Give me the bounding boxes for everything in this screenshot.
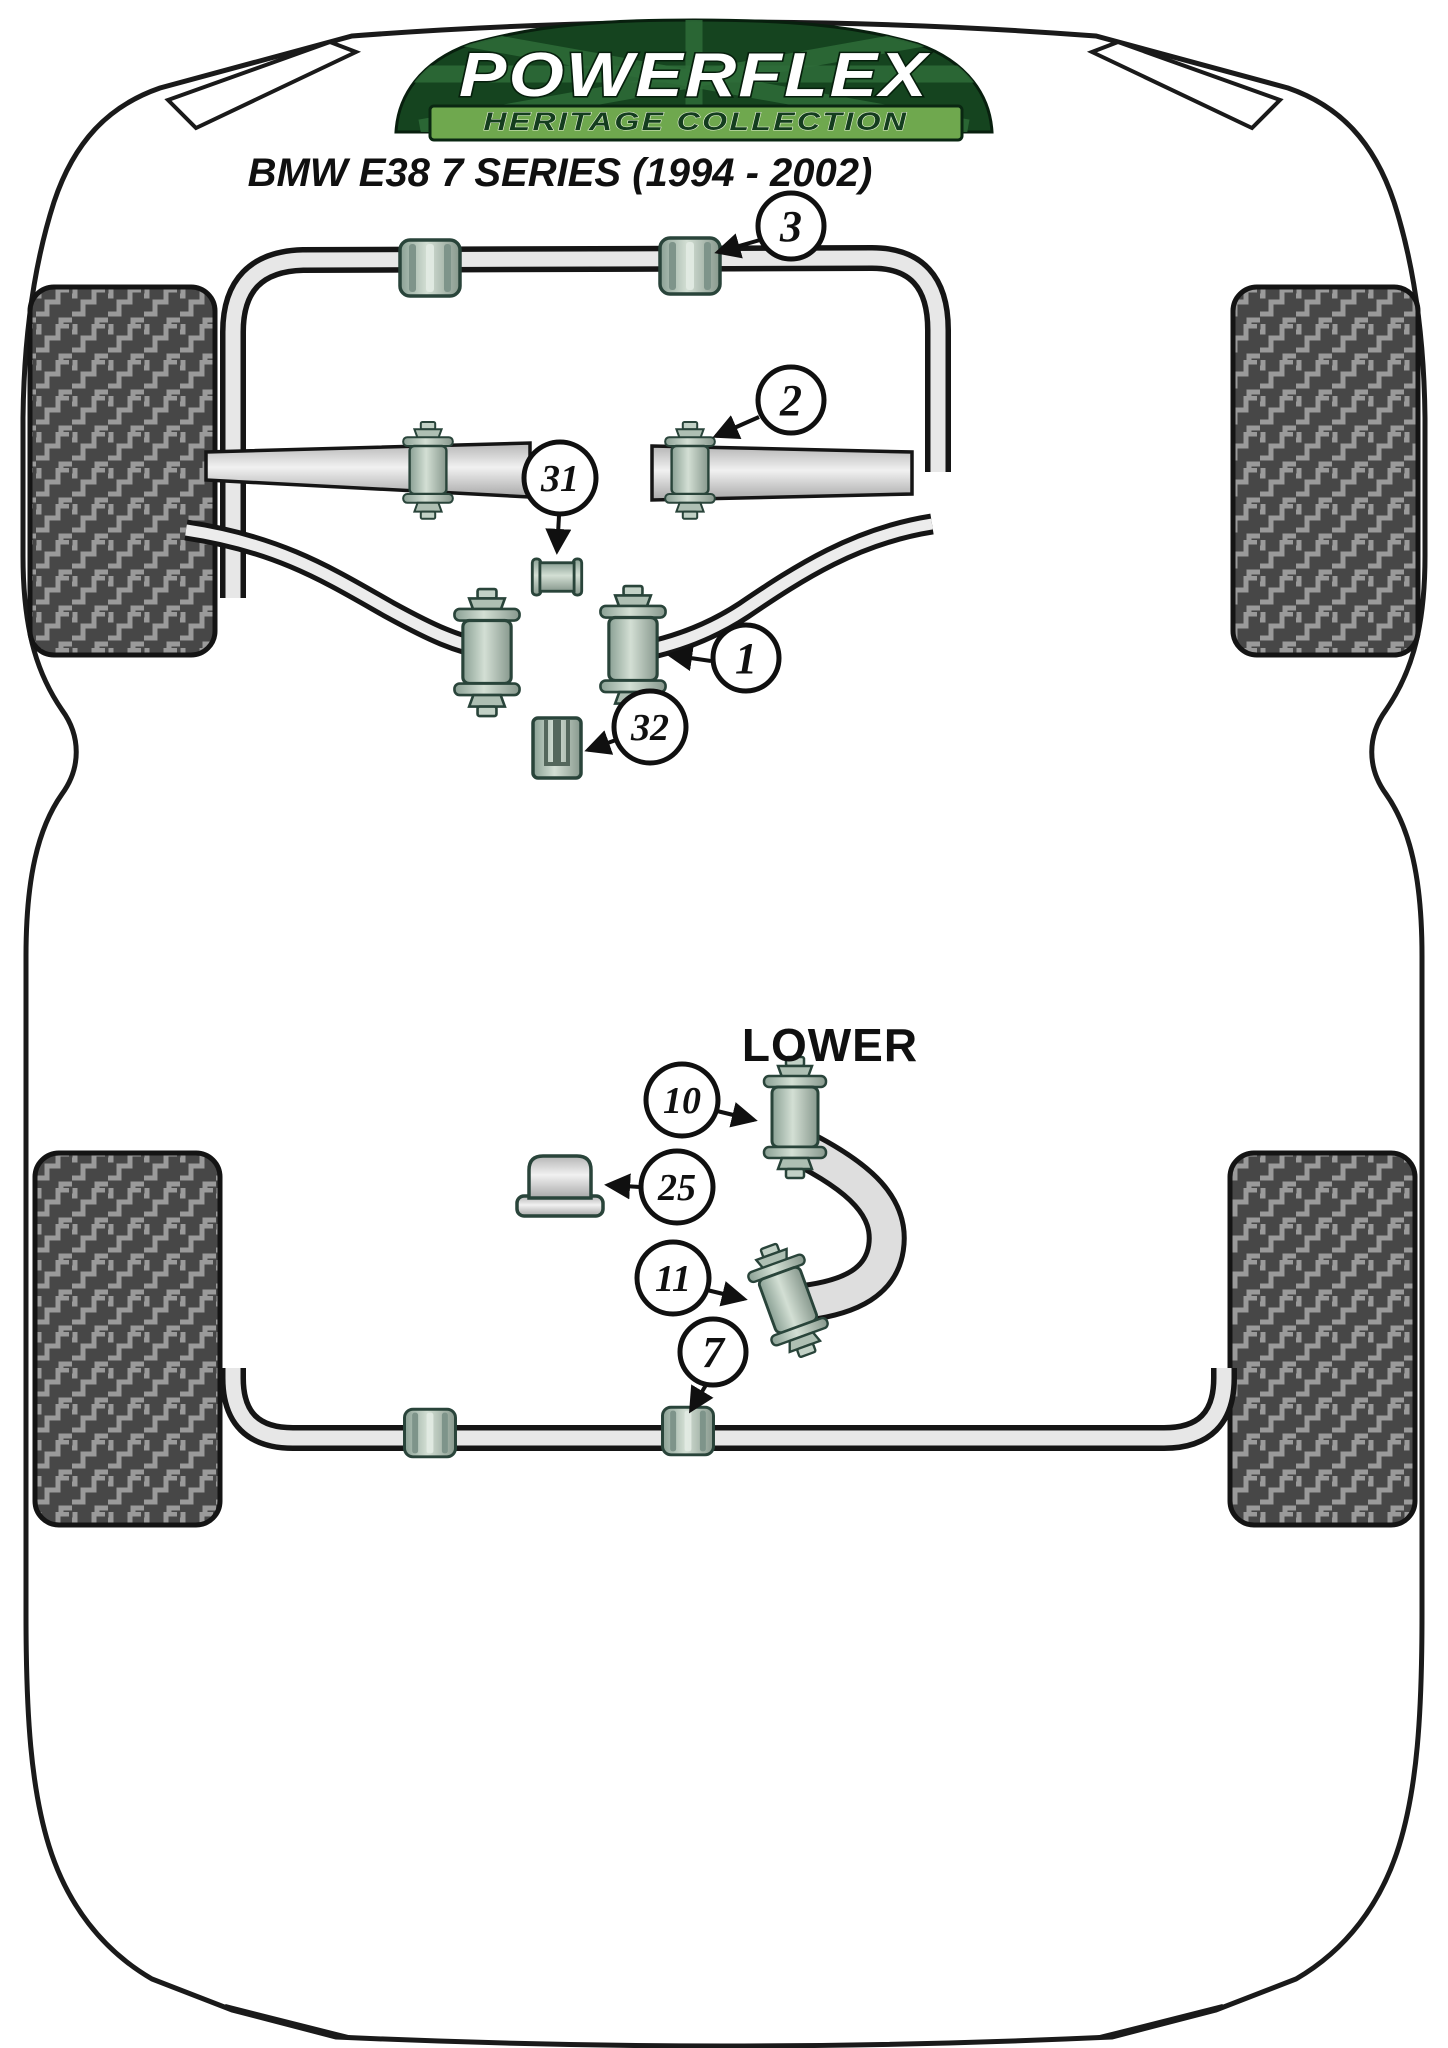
rear-right-body-seam	[1095, 2004, 1224, 2040]
callout-7-arrow	[688, 1383, 714, 1414]
logo-subtitle-text: HERITAGE COLLECTION	[484, 108, 909, 136]
car-body-outline	[20, 19, 1428, 2048]
callout-25-arrow	[604, 1173, 641, 1200]
callout-3-number: 3	[779, 202, 802, 251]
front-arb-bushing-left	[398, 238, 462, 298]
callout-11-number: 11	[655, 1258, 691, 1300]
callout-7-number: 7	[702, 1328, 726, 1377]
callout-10-number: 10	[663, 1080, 701, 1122]
rear-left-body-seam	[224, 2004, 353, 2040]
logo-subtitle-band	[428, 104, 964, 142]
lower-section-label: LOWER	[742, 1019, 918, 1071]
front-control-arm-right	[650, 444, 914, 502]
front-left-body-notch	[164, 39, 362, 131]
bushing-31	[530, 557, 584, 597]
callout-32-arrow	[584, 730, 617, 755]
tire-front-left	[27, 284, 218, 658]
callout-31: 31	[521, 439, 599, 555]
front-anti-roll-bar	[220, 244, 951, 598]
callout-25-number: 25	[657, 1167, 696, 1209]
callout-32: 32	[584, 688, 689, 766]
front-drop-link-left	[184, 519, 495, 662]
callout-32-circle	[611, 688, 689, 766]
rear-arb-bushing-left	[403, 1407, 457, 1459]
callout-2: 2	[712, 364, 827, 439]
callout-31-circle	[521, 439, 599, 517]
callout-1-arrow	[666, 645, 712, 672]
vehicle-title: BMW E38 7 SERIES (1994 - 2002)	[248, 151, 873, 195]
callout-1-circle	[710, 622, 782, 694]
callout-2-circle	[755, 364, 827, 436]
rear-lower-arm	[788, 1128, 907, 1323]
callout-7: 7	[677, 1316, 749, 1414]
callout-32-number: 32	[630, 707, 669, 749]
callout-25-circle	[638, 1148, 716, 1226]
callout-10-arrow	[716, 1102, 758, 1128]
callout-1-number: 1	[735, 634, 757, 683]
callout-10-circle	[643, 1061, 721, 1139]
callout-1: 1	[666, 622, 782, 694]
callout-11-arrow	[706, 1281, 748, 1307]
callout-3-arrow	[714, 233, 761, 259]
callout-3: 3	[714, 190, 827, 262]
callout-31-arrow	[545, 515, 572, 555]
front-drop-link-right	[645, 513, 934, 661]
rear-arb-bushing-right	[661, 1405, 715, 1457]
callout-2-arrow	[712, 415, 760, 439]
callout-25: 25	[604, 1148, 716, 1226]
rear-bushing-25	[515, 1154, 605, 1218]
callout-3-circle	[755, 190, 827, 262]
callout-2-number: 2	[779, 376, 802, 425]
callout-11: 11	[634, 1239, 748, 1317]
powerflex-logo: POWERFLEX HERITAGE COLLECTION	[394, 18, 994, 142]
tire-rear-right	[1227, 1150, 1418, 1528]
front-right-body-notch	[1086, 39, 1284, 131]
front-arb-bushing-right	[658, 236, 722, 296]
logo-brand-text: POWERFLEX	[459, 41, 931, 110]
tire-rear-left	[32, 1150, 223, 1528]
callout-10: 10	[643, 1061, 758, 1139]
tire-front-right	[1230, 284, 1421, 658]
callout-7-circle	[677, 1316, 749, 1388]
mount-32	[531, 716, 583, 780]
rear-anti-roll-bar	[220, 1368, 1237, 1451]
callout-11-circle	[634, 1239, 712, 1317]
callout-31-number: 31	[540, 458, 579, 500]
